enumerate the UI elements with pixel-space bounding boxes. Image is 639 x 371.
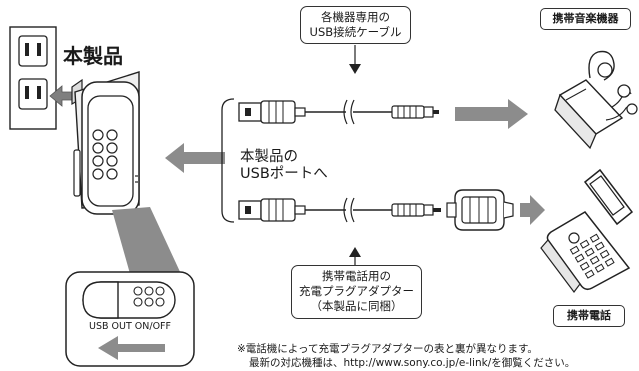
charger-device-icon: [71, 71, 140, 215]
product-label: 本製品: [63, 44, 123, 68]
adapter-label-line2: 充電プラグアダプター: [299, 284, 414, 298]
top-usb-cable-icon: [238, 99, 439, 125]
cable-label-line1: 各機器専用の: [321, 10, 390, 24]
adapter-label-line1: 携帯電話用の: [322, 269, 391, 283]
to-music-device-arrow: [455, 99, 528, 129]
bottom-usb-cable-icon: [238, 197, 441, 223]
usb-port-label-line1: 本製品の: [240, 149, 298, 165]
to-charger-arrow: [165, 143, 225, 173]
usb-port-label: 本製品の USBポートへ: [240, 149, 328, 183]
usb-out-switch-inset: [65, 271, 195, 367]
wall-outlet-icon: [9, 26, 57, 130]
mobile-phone-icon: [540, 168, 634, 293]
footnote-line2: 最新の対応機種は、http://www.sony.co.jp/e-link/を御…: [249, 357, 576, 369]
cable-bracket: [221, 98, 235, 223]
switch-label: USB OUT ON/OFF: [89, 321, 171, 332]
to-phone-arrow: [520, 195, 545, 225]
cable-label-line2: USB接続ケーブル: [309, 25, 402, 39]
footnote-line1: ※電話機によって充電プラグアダプターの表と裏が異なります。: [237, 343, 538, 355]
phone-tag: 携帯電話: [553, 305, 625, 327]
adapter-label-box: 携帯電話用の 充電プラグアダプター （本製品に同梱）: [291, 265, 422, 319]
usb-port-label-line2: USBポートへ: [240, 166, 328, 182]
portable-music-player-icon: [554, 50, 638, 150]
adapter-label-line3: （本製品に同梱）: [310, 299, 403, 313]
cable-label-box: 各機器専用の USB接続ケーブル: [300, 6, 411, 44]
charging-plug-adapter-icon: [446, 189, 514, 231]
slide-left-arrow: [98, 336, 165, 360]
music-device-tag: 携帯音楽機器: [540, 8, 631, 30]
